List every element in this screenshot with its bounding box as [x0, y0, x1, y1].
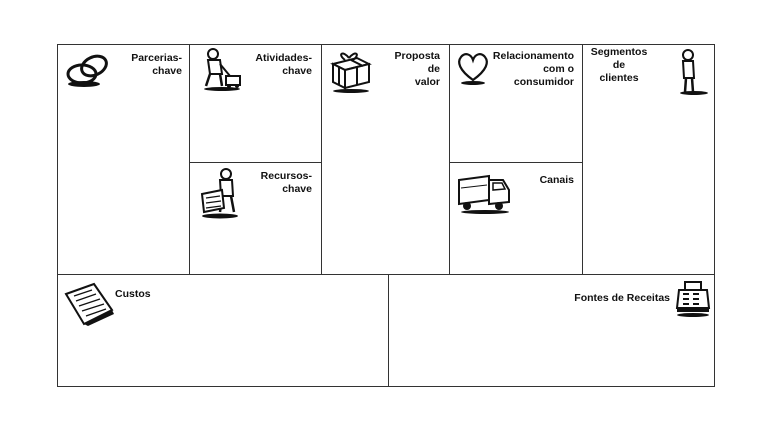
- block-cost-structure: [57, 274, 389, 387]
- delivery-truck-icon: [455, 170, 513, 216]
- key-activities-label: Atividades- chave: [255, 52, 312, 77]
- customer-segments-label: Segmentos de clientes: [590, 46, 648, 84]
- block-key-resources: [189, 162, 322, 275]
- heart-icon: [455, 52, 491, 86]
- customer-relationships-label: Relacionamento com o consumidor: [492, 50, 574, 88]
- person-vacuuming-icon: [196, 48, 244, 92]
- chain-links-icon: [64, 50, 114, 90]
- gift-box-icon: [327, 48, 373, 94]
- block-revenue-streams: [388, 274, 715, 387]
- standing-person-icon: [674, 48, 710, 96]
- cost-structure-label: Custos: [115, 288, 151, 300]
- value-proposition-label: Proposta de valor: [394, 50, 440, 88]
- key-resources-label: Recursos- chave: [260, 170, 312, 195]
- price-tag-document-icon: [62, 280, 120, 328]
- channels-label: Canais: [539, 174, 574, 186]
- revenue-streams-label: Fontes de Receitas: [574, 292, 670, 304]
- cash-register-icon: [675, 278, 713, 318]
- person-with-cart-icon: [198, 168, 244, 220]
- key-partners-label: Parcerias- chave: [131, 52, 182, 77]
